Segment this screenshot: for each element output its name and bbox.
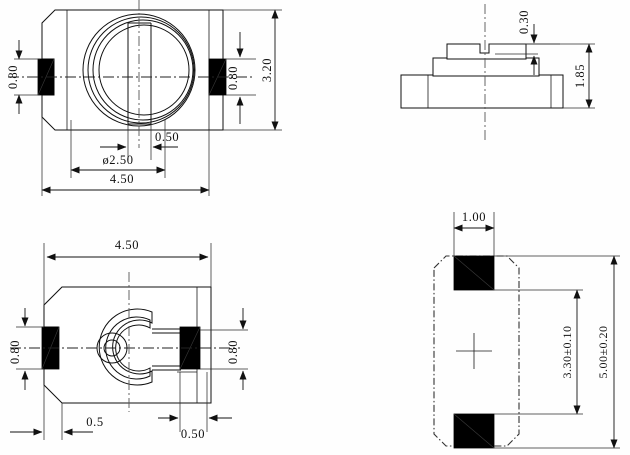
view-footprint: 1.00 3.30±0.10 5.00±0.20 [433,210,620,449]
label-top-pad-width-left: 0.80 [6,65,20,89]
label-footprint-pad-width: 1.00 [462,210,486,224]
label-side-total-height: 1.85 [573,64,587,88]
side-view-base-plate [400,74,564,109]
footprint-pad-bottom-hatch [453,413,495,449]
top-view-coil-core [98,24,190,116]
side-view-middle-step [432,57,540,77]
bottom-view-edge-left [43,286,63,306]
label-bottom-edge-offset: 0.5 [86,415,103,429]
label-bottom-pad-length: 0.50 [181,427,205,441]
label-footprint-inner-span: 3.30±0.10 [560,325,574,378]
top-view-body-outline [41,9,224,131]
label-top-body-width: 4.50 [110,172,134,186]
label-top-body-height: 3.20 [260,58,274,82]
label-bottom-body-width: 4.50 [115,238,139,252]
bottom-view-coil-outer [98,308,153,386]
label-top-coil-diameter: ø2.50 [102,153,133,167]
top-view-coil-inner [92,19,194,121]
view-bottom: 4.50 0.80 0.80 0.5 0.50 [8,238,248,441]
label-bottom-pad-width-right: 0.80 [226,340,240,364]
bottom-view-coil-inner-ring [105,316,151,380]
label-top-pad-width-right: 0.80 [226,66,240,90]
label-bottom-pad-width-left: 0.80 [8,340,22,364]
label-side-notch-height: 0.30 [517,10,531,34]
side-view-top-cap [446,43,527,60]
view-top: 0.80 0.80 3.20 0.50 ø2.50 [6,0,282,196]
label-footprint-outer-span: 5.00±0.20 [596,325,610,378]
view-side: 0.30 1.85 [400,4,595,140]
top-view-coil-mid [87,16,195,124]
label-top-slot-width: 0.50 [155,130,179,144]
footprint-pad-top-hatch [453,255,495,291]
